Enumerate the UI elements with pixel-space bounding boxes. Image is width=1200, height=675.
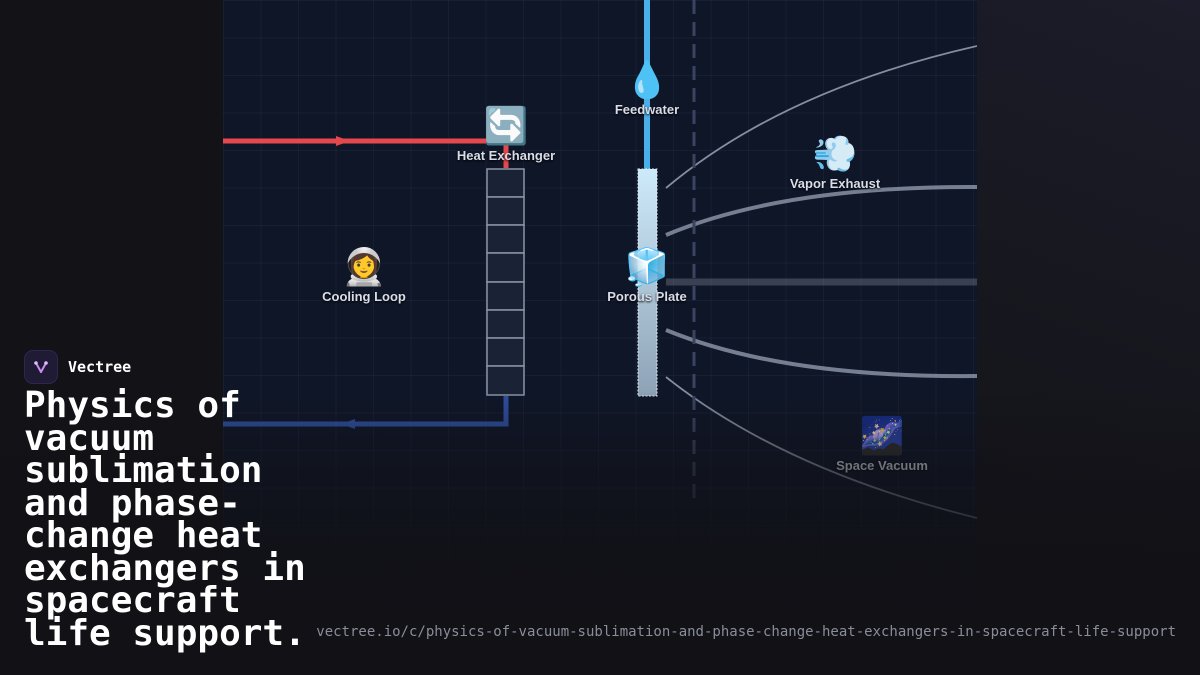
brand-name: Vectree xyxy=(68,358,132,376)
cold-flow-arrow xyxy=(341,419,355,429)
heat-exchanger-cell xyxy=(486,337,525,367)
heat-exchanger-node: 🔄 Heat Exchanger xyxy=(456,105,556,164)
heat-exchanger-cell xyxy=(486,309,525,339)
porous-plate-label: Porous Plate xyxy=(607,289,687,304)
feedwater-node: 💧 Feedwater xyxy=(614,59,680,118)
cooling-loop-node: 👩‍🚀 Cooling Loop xyxy=(322,246,406,305)
vectree-logo-icon xyxy=(24,350,58,384)
water-droplet-icon: 💧 xyxy=(624,59,670,100)
heat-exchanger-label: Heat Exchanger xyxy=(456,148,556,163)
heat-exchanger-cell xyxy=(486,168,525,198)
milky-way-icon: 🌌 xyxy=(859,415,905,456)
cooling-loop-label: Cooling Loop xyxy=(322,289,406,304)
hot-flow-arrow xyxy=(336,136,350,146)
vapor-plume-curve xyxy=(665,184,977,237)
space-vacuum-label: Space Vacuum xyxy=(836,458,928,473)
right-backdrop xyxy=(977,0,1200,675)
ice-cube-icon: 🧊 xyxy=(624,246,670,287)
feedwater-label: Feedwater xyxy=(614,102,680,117)
dash-wind-icon: 💨 xyxy=(812,133,858,174)
heat-exchanger-cell xyxy=(486,224,525,254)
heat-exchanger-stack xyxy=(486,168,525,396)
page-url[interactable]: vectree.io/c/physics-of-vacuum-sublimati… xyxy=(316,624,1176,640)
brand: Vectree xyxy=(24,350,131,384)
porous-plate-node: 🧊 Porous Plate xyxy=(607,246,687,305)
diagram-canvas xyxy=(223,0,977,519)
vapor-plume-curve xyxy=(665,328,977,379)
astronaut-icon: 👩‍🚀 xyxy=(341,246,387,287)
heat-exchanger-cell xyxy=(486,281,525,311)
diagram-panel: 🔄 Heat Exchanger 💧 Feedwater 💨 Vapor Exh… xyxy=(223,0,977,675)
vapor-plume-curve xyxy=(665,376,977,519)
vapor-exhaust-node: 💨 Vapor Exhaust xyxy=(789,133,881,192)
page-title: Physics of vacuum sublimation and phase-… xyxy=(24,385,306,654)
vapor-exhaust-label: Vapor Exhaust xyxy=(789,176,881,191)
heat-exchanger-cell xyxy=(486,196,525,226)
heat-exchanger-cell xyxy=(486,252,525,283)
space-vacuum-node: 🌌 Space Vacuum xyxy=(836,415,928,474)
heat-exchanger-cell xyxy=(486,365,525,396)
vectree-logo-glyph xyxy=(34,361,48,373)
heat-exchanger-icon: 🔄 xyxy=(483,105,529,146)
